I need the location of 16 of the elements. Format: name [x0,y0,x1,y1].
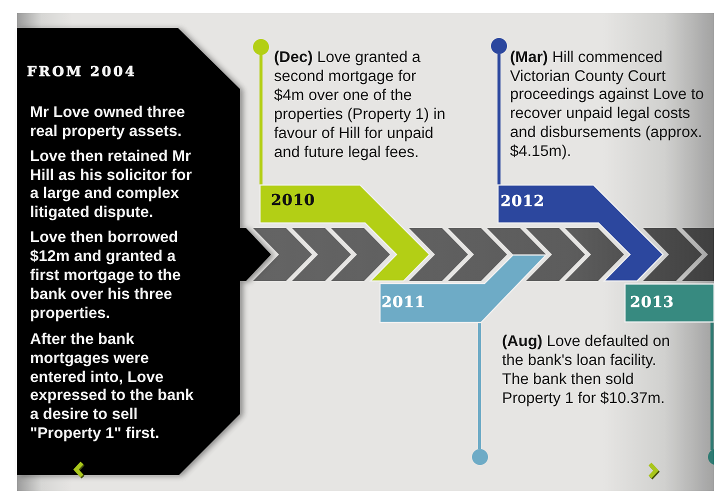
panel-paragraph: Love then borrowed $12m and granted a first mortgage to the bank over his three properties. [30,229,182,324]
year-label: 2013 [630,294,674,310]
event-description: (Dec) Love granted a second mortgage for $4m over one of the properties (Property 1) in favour of Hill for unpaid and future legal fees. [274,49,446,163]
connector-line [478,322,481,449]
year-label: 2012 [500,194,545,210]
year-label: 2011 [382,295,426,310]
connector-line [710,322,714,450]
event-description: (Mar) Hill commenced Victorian County Court proceedings against Love to recover unpaid legal costs and disbursements (approx. $4.15m). [510,48,705,162]
year-label: 2010 [271,193,316,208]
panel-paragraph: Love then retained Mr Hill as his solicitor for a large and complex litigated dispute. [30,148,193,223]
panel-paragraph: Mr Love owned three real property assets. [30,104,186,142]
connector-line [260,54,262,185]
panel-paragraph: After the bank mortgages were entered into, Love expressed to the bank a desire to sell "Property 1" first. [30,331,195,444]
panel-heading: FROM 2004 [27,64,137,80]
connector-line [498,54,500,185]
event-description: (Aug) Love defaulted on the bank's loan facility. The bank then sold Property 1 for $10.37m. [502,333,672,409]
